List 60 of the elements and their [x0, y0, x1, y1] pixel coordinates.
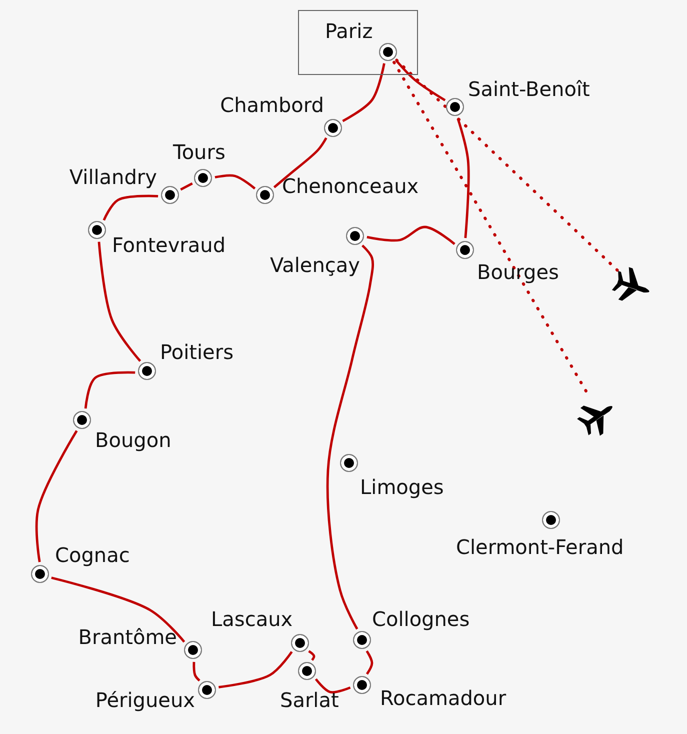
- city-label: Saint-Benoît: [468, 77, 590, 101]
- route-line: [366, 650, 374, 675]
- route-line: [218, 651, 293, 688]
- location-marker: [346, 227, 364, 245]
- route-line: [180, 182, 193, 191]
- route-line: [273, 137, 328, 188]
- route-line: [51, 576, 186, 643]
- location-marker: [378, 42, 396, 60]
- location-marker: [291, 634, 309, 652]
- location-marker: [194, 169, 212, 187]
- location-marker: [73, 411, 91, 429]
- route-line: [326, 244, 374, 630]
- city-label: Bougon: [95, 428, 172, 452]
- location-marker: [161, 186, 179, 204]
- city-label: Poitiers: [160, 340, 234, 364]
- location-marker: [298, 662, 316, 680]
- route-line: [308, 650, 316, 661]
- city-label: Brantôme: [78, 625, 177, 649]
- route-line: [192, 662, 200, 682]
- location-marker: [198, 681, 216, 699]
- city-label: Valençay: [270, 253, 360, 277]
- location-marker: [138, 362, 156, 380]
- city-label: Collognes: [372, 607, 470, 631]
- location-marker: [256, 186, 274, 204]
- city-label: Sarlat: [280, 688, 339, 712]
- location-marker: [324, 119, 342, 137]
- city-label: Chenonceaux: [282, 174, 419, 198]
- location-marker: [31, 565, 49, 583]
- route-line: [366, 226, 456, 245]
- city-label: Bourges: [477, 260, 559, 284]
- location-marker: [340, 454, 358, 472]
- location-marker: [456, 241, 474, 259]
- location-marker: [353, 676, 371, 694]
- city-label: Pariz: [325, 19, 373, 43]
- location-marker: [353, 631, 371, 649]
- location-marker: [184, 641, 202, 659]
- route-line: [342, 63, 386, 122]
- route-line: [456, 118, 470, 238]
- city-label: Limoges: [360, 475, 444, 499]
- city-label: Périgueux: [95, 688, 195, 712]
- route-line: [395, 60, 446, 102]
- route-line: [98, 242, 142, 362]
- location-marker: [542, 511, 560, 529]
- route-line: [214, 174, 256, 190]
- city-label: Lascaux: [211, 607, 293, 631]
- city-label: Cognac: [55, 543, 130, 567]
- city-label: Rocamadour: [380, 686, 506, 710]
- route-line: [102, 194, 158, 221]
- location-marker: [446, 98, 464, 116]
- route-line: [314, 678, 351, 694]
- route-line: [35, 430, 78, 562]
- route-line: [84, 371, 136, 409]
- city-label: Fontevraud: [112, 233, 226, 257]
- city-label: Tours: [173, 140, 226, 164]
- city-label: Chambord: [220, 93, 324, 117]
- city-box: [298, 10, 418, 75]
- location-marker: [88, 221, 106, 239]
- city-label: Clermont-Ferand: [456, 535, 624, 559]
- dotted-route-line: [395, 58, 622, 274]
- city-label: Villandry: [69, 165, 157, 189]
